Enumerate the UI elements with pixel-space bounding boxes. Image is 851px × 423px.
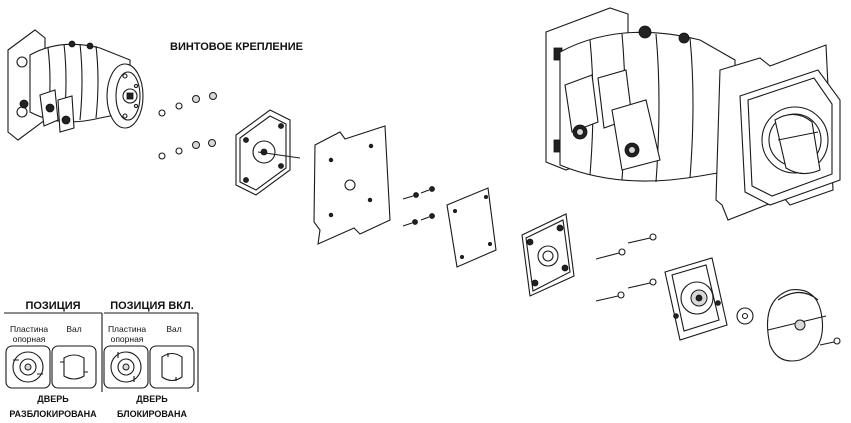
washer (736, 307, 754, 325)
legend-on-header: ПОЗИЦИЯ ВКЛ. (110, 300, 194, 312)
switch-body-small (7, 29, 144, 141)
switch-assembly-large (545, 7, 841, 221)
legend-on-shaft-icon (149, 345, 195, 389)
mounting-flange (235, 109, 301, 196)
long-bolts (595, 233, 657, 302)
legend-on-shaft-label: Вал (166, 324, 181, 334)
diagram-title: ВИНТОВОЕ КРЕПЛЕНИЕ (170, 41, 303, 53)
small-screws (402, 186, 435, 227)
legend-off-plate-label-1: Пластина (10, 324, 48, 334)
handle-knob (766, 289, 827, 362)
legend-position-on: ПОЗИЦИЯ ВКЛ. Пластина опорная Вал ДВЕРЬ … (103, 300, 199, 419)
gasket-plate (446, 187, 497, 268)
door-panel (313, 125, 391, 245)
legend-off-header: ПОЗИЦИЯ (25, 300, 80, 312)
legend-off-shaft-icon (51, 345, 97, 389)
legend-position-off: ПОЗИЦИЯ Пластина опорная Вал ДВЕРЬ РАЗБЛ… (4, 300, 103, 419)
legend-on-status-1: ДВЕРЬ (136, 394, 168, 404)
legend-off-status-1: ДВЕРЬ (37, 394, 69, 404)
nuts-and-washers (158, 92, 217, 160)
handle-base (664, 257, 728, 341)
legend-off-plate-label-2: опорная (13, 334, 46, 344)
legend-off-shaft-label: Вал (66, 324, 81, 334)
legend-on-plate-label-1: Пластина (108, 324, 146, 334)
legend-on-plate-label-2: опорная (111, 334, 144, 344)
legend-off-status-2: РАЗБЛОКИРОВАНА (9, 409, 97, 419)
final-screw (819, 337, 841, 346)
legend-on-status-2: БЛОКИРОВАНА (117, 409, 187, 419)
handle-bracket (521, 213, 575, 297)
